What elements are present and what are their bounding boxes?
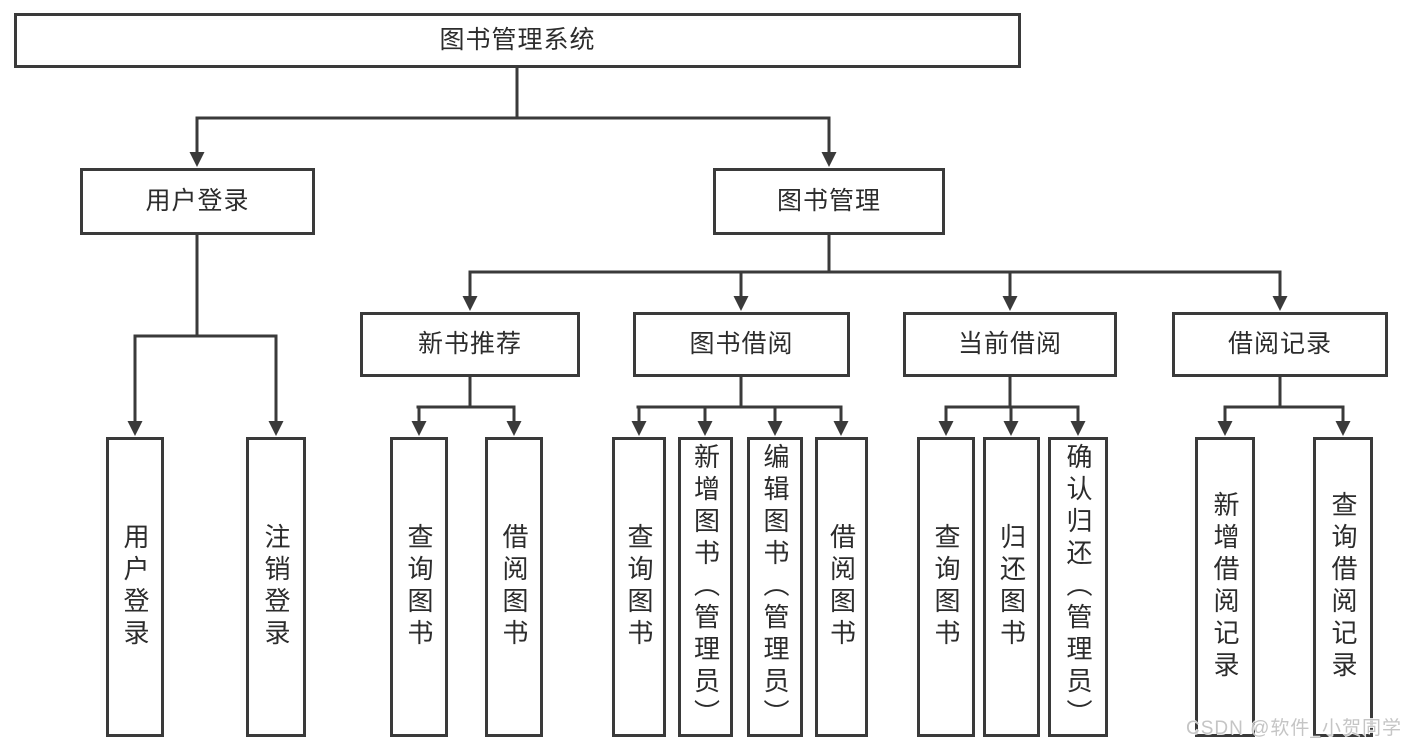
node-current-borrow-label: 当前借阅 [957, 330, 1062, 358]
leaf-query-books-recommend: 查询图书 [390, 437, 448, 737]
leaf-confirm-return-admin: 确认归还（管理员） [1048, 437, 1108, 737]
node-book-borrow: 图书借阅 [633, 312, 850, 377]
connector-arrows [127, 118, 1351, 436]
node-root-label: 图书管理系统 [439, 26, 596, 54]
leaf-add-borrow-record-label: 新增借阅记录 [1210, 491, 1240, 683]
node-borrow-records-label: 借阅记录 [1227, 330, 1332, 358]
leaf-user-login: 用户登录 [106, 437, 164, 737]
leaf-borrow-books-recommend-label: 借阅图书 [499, 523, 529, 651]
leaf-return-books: 归还图书 [983, 437, 1040, 737]
node-user-login: 用户登录 [80, 168, 315, 235]
node-user-login-label: 用户登录 [145, 187, 250, 215]
node-borrow-records: 借阅记录 [1172, 312, 1388, 377]
leaf-edit-books-admin: 编辑图书（管理员） [747, 437, 803, 737]
node-book-management: 图书管理 [713, 168, 945, 235]
leaf-query-books-current: 查询图书 [917, 437, 975, 737]
node-book-borrow-label: 图书借阅 [689, 330, 794, 358]
leaf-logout-label: 注销登录 [261, 523, 291, 651]
leaf-confirm-return-admin-label: 确认归还（管理员） [1063, 443, 1093, 731]
node-root: 图书管理系统 [14, 13, 1021, 68]
leaf-query-books-recommend-label: 查询图书 [404, 523, 434, 651]
leaf-borrow-books-recommend: 借阅图书 [485, 437, 543, 737]
leaf-borrow-books-label: 借阅图书 [826, 523, 857, 651]
leaf-user-login-label: 用户登录 [120, 523, 150, 651]
node-new-book-recommend-label: 新书推荐 [417, 330, 522, 358]
leaf-query-books-borrow-label: 查询图书 [624, 523, 654, 651]
node-current-borrow: 当前借阅 [903, 312, 1117, 377]
leaf-query-borrow-record-label: 查询借阅记录 [1328, 491, 1358, 683]
node-book-management-label: 图书管理 [776, 187, 881, 215]
leaf-query-books-borrow: 查询图书 [612, 437, 666, 737]
leaf-add-borrow-record: 新增借阅记录 [1195, 437, 1255, 737]
leaf-add-books-admin: 新增图书（管理员） [678, 437, 733, 737]
leaf-logout: 注销登录 [246, 437, 306, 737]
node-new-book-recommend: 新书推荐 [360, 312, 580, 377]
leaf-edit-books-admin-label: 编辑图书（管理员） [760, 443, 790, 731]
leaf-add-books-admin-label: 新增图书（管理员） [690, 443, 721, 731]
leaf-query-books-current-label: 查询图书 [931, 523, 961, 651]
leaf-return-books-label: 归还图书 [996, 523, 1027, 651]
watermark: CSDN @软件_小贺同学 [1186, 718, 1402, 739]
connector-skeleton [133, 66, 1345, 409]
leaf-borrow-books: 借阅图书 [815, 437, 868, 737]
leaf-query-borrow-record: 查询借阅记录 [1313, 437, 1373, 737]
